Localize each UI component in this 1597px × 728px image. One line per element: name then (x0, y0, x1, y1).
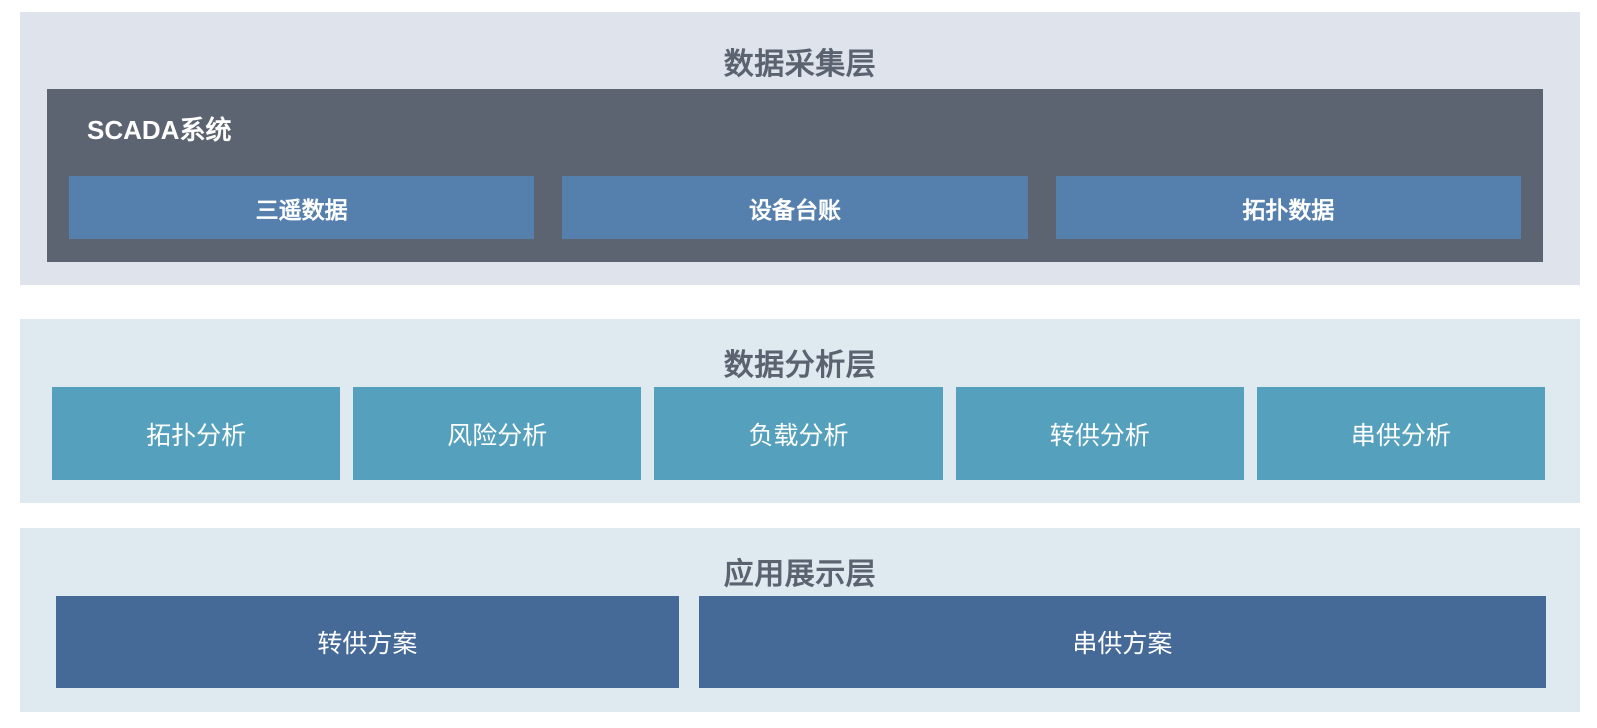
scada-item-label: 拓扑数据 (1242, 196, 1335, 223)
scada-item-topology-data[interactable]: 拓扑数据 (1055, 176, 1521, 239)
application-item-series-supply-plan[interactable]: 串供方案 (698, 596, 1546, 688)
layer-data-collection: 数据采集层 SCADA系统 三遥数据 设备台账 拓扑数据 (20, 12, 1580, 285)
layer-title-data-collection: 数据采集层 (723, 48, 877, 81)
analysis-item-series-supply[interactable]: 串供分析 (1256, 387, 1546, 480)
analysis-item-label: 串供分析 (1350, 421, 1451, 450)
analysis-item-label: 拓扑分析 (146, 421, 247, 450)
analysis-item-risk[interactable]: 风险分析 (353, 387, 642, 480)
layer-application-display: 应用展示层 转供方案 串供方案 (20, 528, 1580, 712)
application-item-list: 转供方案 串供方案 (56, 596, 1546, 688)
scada-item-label: 三遥数据 (255, 196, 348, 223)
analysis-item-label: 负载分析 (748, 421, 849, 450)
scada-item-list: 三遥数据 设备台账 拓扑数据 (69, 176, 1521, 239)
layer-data-analysis: 数据分析层 拓扑分析 风险分析 负载分析 转供分析 串供分析 (20, 319, 1580, 503)
layer-title-application-display: 应用展示层 (723, 558, 877, 591)
analysis-item-transfer-supply[interactable]: 转供分析 (955, 387, 1244, 480)
layer-title-data-analysis: 数据分析层 (723, 349, 877, 382)
application-item-label: 转供方案 (317, 630, 418, 658)
application-item-transfer-supply-plan[interactable]: 转供方案 (56, 596, 679, 688)
analysis-item-topology[interactable]: 拓扑分析 (52, 387, 341, 480)
analysis-item-label: 转供分析 (1049, 421, 1150, 450)
application-item-label: 串供方案 (1072, 630, 1173, 658)
analysis-item-list: 拓扑分析 风险分析 负载分析 转供分析 串供分析 (52, 387, 1546, 480)
scada-item-equipment-ledger[interactable]: 设备台账 (562, 176, 1028, 239)
scada-system-label: SCADA系统 (87, 115, 232, 145)
analysis-item-label: 风险分析 (447, 421, 548, 450)
scada-item-label: 设备台账 (748, 196, 841, 223)
analysis-item-load[interactable]: 负载分析 (654, 387, 943, 480)
scada-system-group: SCADA系统 三遥数据 设备台账 拓扑数据 (47, 89, 1543, 262)
scada-item-sanyao-data[interactable]: 三遥数据 (69, 176, 535, 239)
